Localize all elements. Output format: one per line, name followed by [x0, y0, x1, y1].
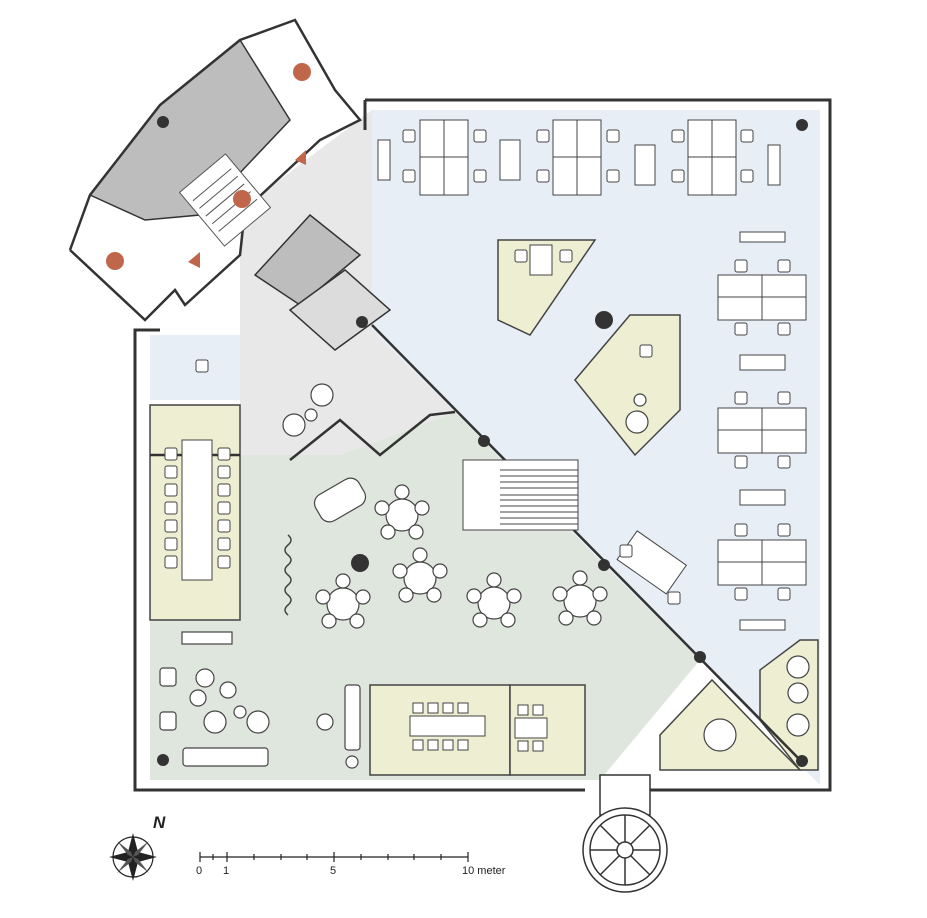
scale-bar	[199, 852, 469, 862]
scale-label-10: 10 meter	[462, 865, 506, 877]
restroom-block	[288, 269, 392, 351]
desk-cluster-north	[377, 119, 781, 196]
shaft-core	[253, 213, 362, 306]
north-label: N	[153, 813, 166, 832]
scale-label-1: 1	[223, 865, 229, 877]
desk-cluster-east	[616, 231, 807, 631]
exterior-walls	[133, 98, 832, 792]
structural-columns	[157, 116, 808, 767]
lounge-round-tables	[313, 477, 737, 752]
phone-booth-north	[497, 239, 597, 336]
armchairs	[282, 383, 810, 737]
spiral-stair	[582, 774, 668, 893]
north-arrow	[109, 833, 157, 881]
scale-label-5: 5	[330, 865, 336, 877]
marker-dots	[106, 63, 311, 270]
northwest-wing-walls	[68, 18, 362, 322]
open-office-zone	[372, 110, 820, 785]
scale-label-0: 0	[196, 865, 202, 877]
boardroom-table	[164, 439, 231, 581]
marker-triangles	[188, 150, 306, 268]
central-stair	[462, 459, 579, 531]
meeting-tables-south	[409, 702, 548, 752]
reception-zone	[150, 335, 240, 400]
lounge-seating-southwest	[159, 631, 361, 769]
wavy-partition	[284, 534, 292, 616]
office-chairs	[195, 129, 791, 605]
phone-booth-center	[574, 314, 681, 457]
